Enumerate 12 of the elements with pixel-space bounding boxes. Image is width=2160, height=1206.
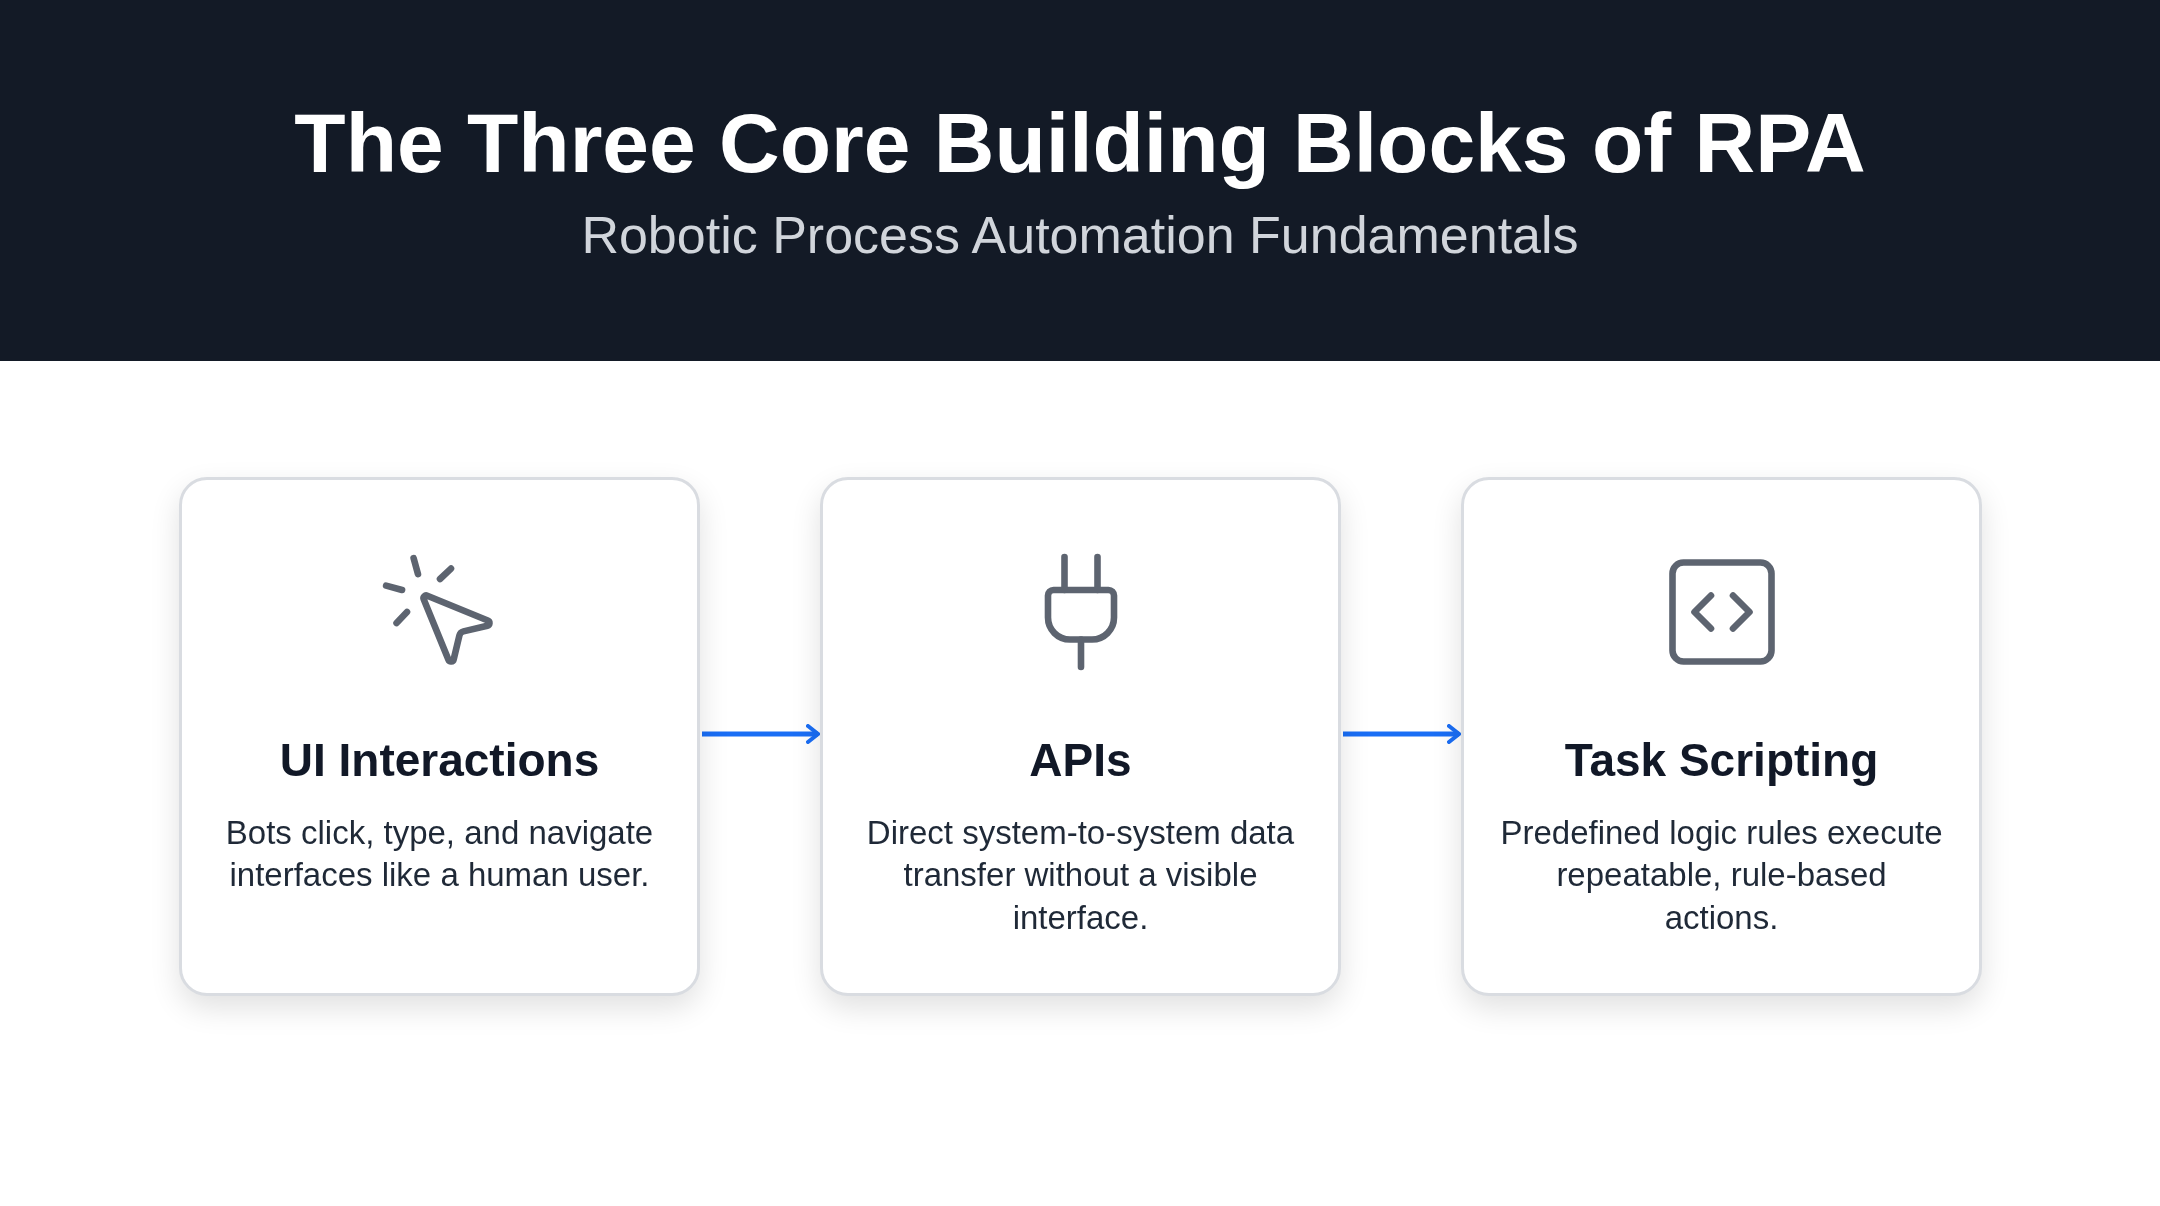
card-heading: UI Interactions [279,733,600,788]
card [1461,477,1982,996]
card-heading: APIs [1029,733,1132,788]
card-description: Bots click, type, and navigate interfaces like a human user. [224,812,655,896]
arrow [702,724,820,744]
subtitle: Robotic Process Automation Fundamentals [581,208,1579,261]
card-heading: Task Scripting [1564,733,1879,788]
card [179,477,700,996]
card-description: Direct system-to-system data transfer without a visible interface. [865,812,1296,939]
arrow [1343,724,1461,744]
card [820,477,1341,996]
card-description: Predefined logic rules execute repeatable, rule-based actions. [1499,812,1944,939]
